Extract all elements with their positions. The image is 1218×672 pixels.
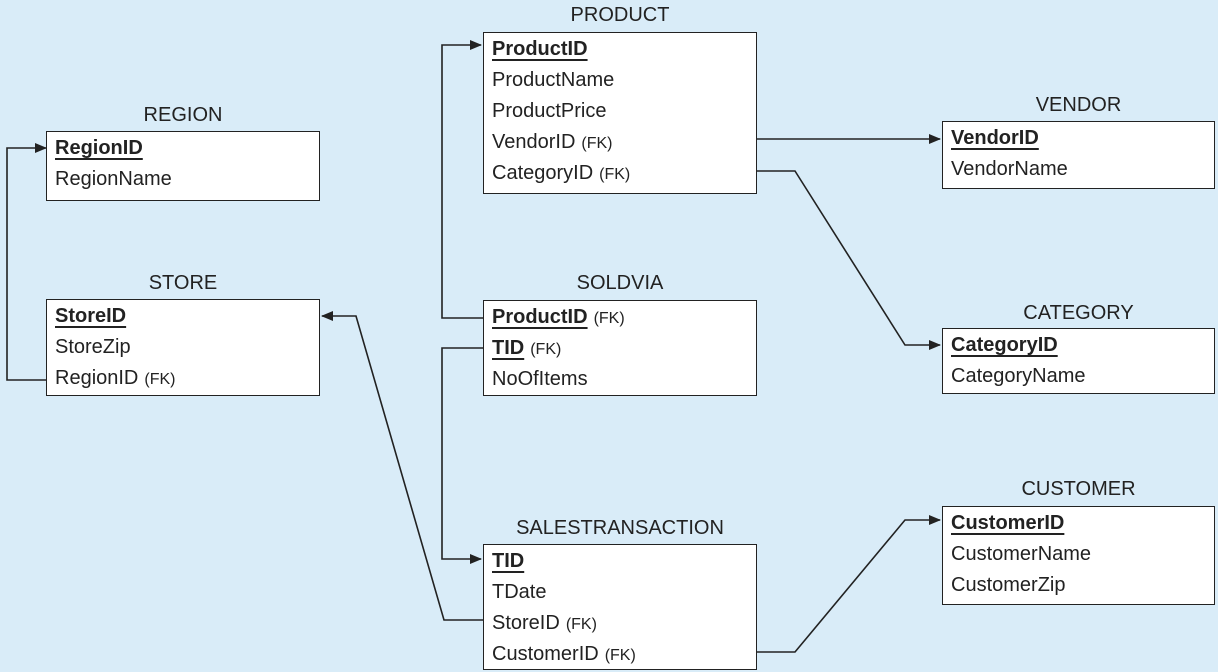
soldvia-attr-row: TID (FK) — [492, 333, 756, 364]
attribute-name: TDate — [492, 581, 547, 603]
attribute-name: CustomerName — [951, 543, 1092, 565]
entity-title-store: STORE — [148, 272, 218, 294]
foreign-key-marker: (FK) — [593, 310, 625, 327]
soldvia-attr-row: NoOfItems — [492, 364, 756, 395]
salestransaction-attr-row: TDate — [492, 577, 756, 608]
salestransaction-attr-row: TID — [492, 546, 756, 577]
category-attr-row: CategoryName — [951, 361, 1214, 392]
rel-soldvia-salestransaction — [441, 347, 483, 564]
customer-attr-row: CustomerID — [951, 508, 1214, 539]
entity-region: RegionID RegionName — [46, 131, 320, 201]
product-attr-row: CategoryID (FK) — [492, 158, 756, 189]
store-attr-row: StoreZip — [55, 332, 319, 363]
vendor-attr-row: VendorID — [951, 123, 1214, 154]
foreign-key-marker: (FK) — [604, 647, 636, 664]
product-attr-row: ProductPrice — [492, 96, 756, 127]
product-attr-row: VendorID (FK) — [492, 127, 756, 158]
primary-key-attribute: RegionID — [55, 137, 143, 159]
entity-title-salestransaction: SALESTRANSACTION — [516, 517, 724, 539]
attribute-name: CategoryName — [951, 365, 1086, 387]
entity-title-category: CATEGORY — [1023, 302, 1134, 324]
foreign-key-marker: (FK) — [599, 166, 631, 183]
attribute-name: ProductName — [492, 69, 615, 91]
primary-key-attribute: CustomerID — [951, 512, 1065, 534]
customer-attr-row: CustomerName — [951, 539, 1214, 570]
entity-category: CategoryID CategoryName — [942, 328, 1215, 394]
product-attr-row: ProductID — [492, 34, 756, 65]
attribute-name: ProductPrice — [492, 100, 607, 122]
rel-soldvia-product — [441, 40, 483, 319]
entity-vendor: VendorID VendorName — [942, 121, 1215, 189]
rel-product-category — [757, 170, 941, 350]
primary-key-attribute: ProductID — [492, 38, 588, 60]
attribute-name: CustomerZip — [951, 574, 1066, 596]
vendor-attr-row: VendorName — [951, 154, 1214, 185]
category-attr-row: CategoryID — [951, 330, 1214, 361]
foreign-key-marker: (FK) — [530, 341, 562, 358]
soldvia-attr-row: ProductID (FK) — [492, 302, 756, 333]
foreign-key-marker: (FK) — [565, 616, 597, 633]
store-attr-row: StoreID — [55, 301, 319, 332]
attribute-name: VendorID — [492, 131, 576, 153]
attribute-name: RegionName — [55, 168, 172, 190]
attribute-name: RegionID — [55, 367, 139, 389]
attribute-name: CustomerID — [492, 643, 599, 665]
primary-key-attribute: TID — [492, 337, 525, 359]
entity-title-region: REGION — [143, 104, 223, 126]
entity-title-product: PRODUCT — [570, 4, 670, 26]
primary-key-attribute: StoreID — [55, 305, 127, 327]
salestransaction-attr-row: StoreID (FK) — [492, 608, 756, 639]
primary-key-attribute: VendorID — [951, 127, 1039, 149]
attribute-name: StoreID — [492, 612, 560, 634]
entity-title-vendor: VENDOR — [1035, 94, 1122, 116]
region-attr-row: RegionName — [55, 164, 319, 195]
primary-key-attribute: ProductID — [492, 306, 588, 328]
customer-attr-row: CustomerZip — [951, 570, 1214, 601]
rel-salestransaction-customer — [757, 515, 941, 653]
attribute-name: CategoryID — [492, 162, 594, 184]
foreign-key-marker: (FK) — [144, 371, 176, 388]
entity-soldvia: ProductID (FK) TID (FK) NoOfItems — [483, 300, 757, 396]
attribute-name: VendorName — [951, 158, 1068, 180]
store-attr-row: RegionID (FK) — [55, 363, 319, 394]
salestransaction-attr-row: CustomerID (FK) — [492, 639, 756, 670]
entity-title-soldvia: SOLDVIA — [576, 272, 664, 294]
rel-salestransaction-store — [321, 311, 483, 621]
product-attr-row: ProductName — [492, 65, 756, 96]
attribute-name: NoOfItems — [492, 368, 588, 390]
foreign-key-marker: (FK) — [581, 135, 613, 152]
primary-key-attribute: TID — [492, 550, 525, 572]
primary-key-attribute: CategoryID — [951, 334, 1058, 356]
attribute-name: StoreZip — [55, 336, 131, 358]
entity-title-customer: CUSTOMER — [1021, 478, 1136, 500]
region-attr-row: RegionID — [55, 133, 319, 164]
rel-store-region — [6, 143, 47, 381]
